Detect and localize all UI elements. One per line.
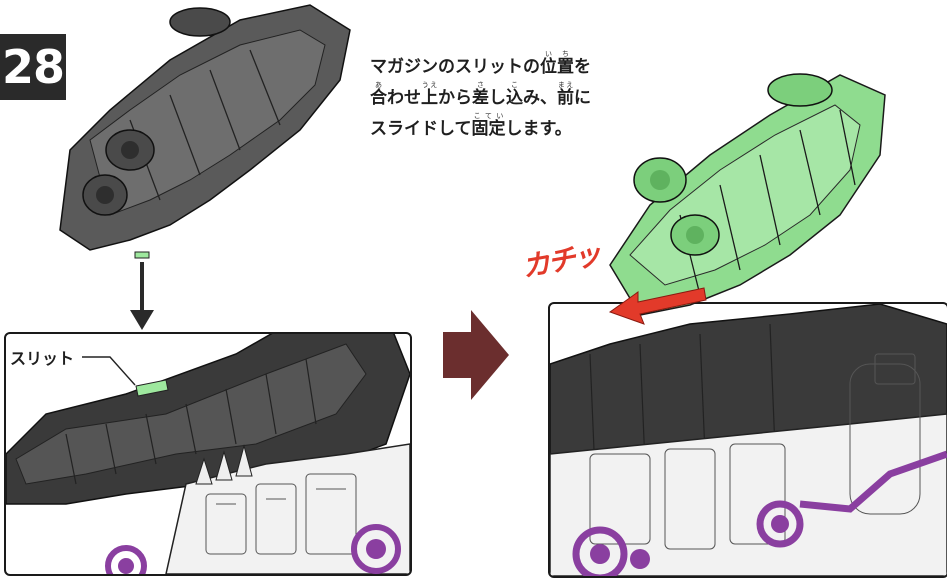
furigana-e: まえ (557, 81, 574, 89)
right-robot-body-illustration (550, 304, 947, 576)
left-magazine-illustration (59, 4, 351, 330)
instruction-line-1: マガジンのスリットの位置いちを (370, 50, 670, 81)
ruby-ichi: 位置いち (540, 50, 574, 77)
kanji-c: 差 (472, 88, 489, 108)
kanji-b: 上 (421, 88, 438, 108)
instruction-line-1-end: を (574, 57, 591, 77)
slide-forward-arrow-icon (608, 287, 707, 325)
furigana-a: あ (370, 81, 387, 89)
ruby-c: 差さ (472, 81, 489, 108)
slit-leader-line (82, 356, 136, 386)
ruby-kotei: 固定こてい (471, 112, 506, 139)
slit-callout-label: スリット (10, 349, 75, 368)
text-e: に (574, 88, 591, 108)
ruby-d: 込こ (506, 81, 523, 108)
text-b: から (438, 88, 472, 108)
click-sound-effect: カチッ (519, 237, 602, 284)
kanji-kotei: 固定 (471, 119, 506, 139)
left-body-panel (4, 332, 412, 576)
ruby-e: 前まえ (557, 81, 574, 108)
left-robot-body-illustration (6, 334, 410, 574)
ruby-a: 合あ (370, 81, 387, 108)
furigana-b: うえ (421, 81, 438, 89)
kanji-a: 合 (370, 88, 387, 108)
text-c: し (489, 88, 506, 108)
furigana-d: こ (506, 81, 523, 89)
ruby-b: 上うえ (421, 81, 438, 108)
text-d: み、 (523, 88, 557, 108)
text-f: スライドして (370, 119, 472, 139)
furigana-kotei: こてい (471, 112, 506, 120)
next-step-arrow-icon (443, 310, 509, 400)
instruction-line-3: スライドして固定こていします。 (370, 112, 670, 143)
instruction-line-2: 合あわせ上うえから差さし込こみ、前まえに (370, 81, 670, 112)
furigana-ichi: いち (540, 50, 574, 58)
kanji-ichi: 位置 (540, 57, 574, 77)
kanji-e: 前 (557, 88, 574, 108)
step-number-badge: 28 (0, 34, 66, 100)
text-g: します。 (505, 119, 572, 139)
instruction-text: マガジンのスリットの位置いちを 合あわせ上うえから差さし込こみ、前まえに スライ… (370, 50, 670, 143)
text-a: わせ (387, 88, 421, 108)
right-assembled-panel (548, 302, 947, 578)
furigana-c: さ (472, 81, 489, 89)
right-green-magazine-illustration (609, 73, 886, 316)
kanji-d: 込 (506, 88, 523, 108)
instruction-line-1-text: マガジンのスリットの (370, 57, 540, 77)
